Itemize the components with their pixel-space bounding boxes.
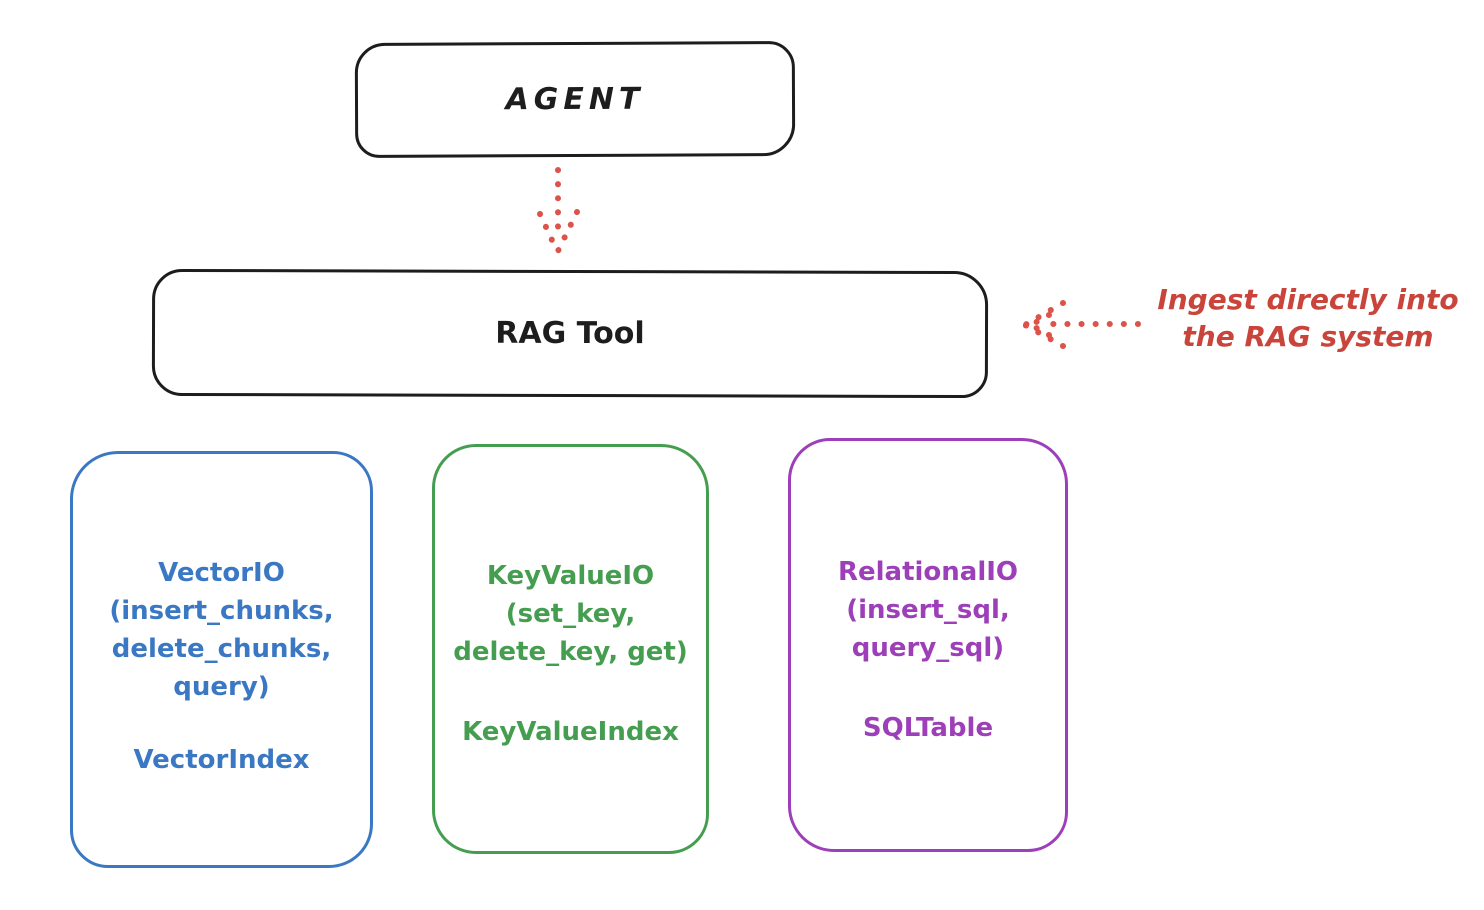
relational-io-line: RelationalIO [837,557,1019,587]
vector-io-box: VectorIO (insert_chunks, delete_chunks, … [70,451,373,868]
rag-tool-box: RAG Tool [151,268,989,399]
vector-io-signature: VectorIO (insert_chunks, delete_chunks, … [73,554,370,706]
rag-tool-label: RAG Tool [495,315,645,352]
ingest-annotation-line1: Ingest directly into [1157,283,1459,316]
vector-io-line: query) [173,672,270,702]
agent-label: AGENT [505,81,645,118]
relational-io-line: (insert_sql, [846,595,1010,625]
keyvalue-io-line: delete_key, get) [453,637,688,667]
sql-table-label: SQLTable [862,713,994,743]
keyvalue-io-signature: KeyValueIO (set_key, delete_key, get) [435,557,706,671]
vector-io-line: delete_chunks, [111,634,332,664]
ingest-annotation-line2: the RAG system [1182,320,1434,353]
vector-io-line: VectorIO [158,558,285,588]
keyvalue-index-label: KeyValueIndex [462,717,679,747]
keyvalue-io-line: (set_key, [505,599,636,629]
relational-io-signature: RelationalIO (insert_sql, query_sql) [791,553,1065,667]
relational-io-box: RelationalIO (insert_sql, query_sql) SQL… [788,438,1068,852]
ingest-annotation: Ingest directly into the RAG system [1138,281,1478,355]
annotation-to-rag-tool-arrow-icon [1022,300,1141,349]
agent-box: AGENT [354,41,796,158]
keyvalue-io-line: KeyValueIO [486,561,655,591]
vector-io-line: (insert_chunks, [109,596,334,626]
vector-index-label: VectorIndex [133,745,310,775]
agent-to-rag-tool-arrow-icon [537,167,580,254]
keyvalue-io-box: KeyValueIO (set_key, delete_key, get) Ke… [432,444,709,854]
relational-io-line: query_sql) [851,633,1005,663]
